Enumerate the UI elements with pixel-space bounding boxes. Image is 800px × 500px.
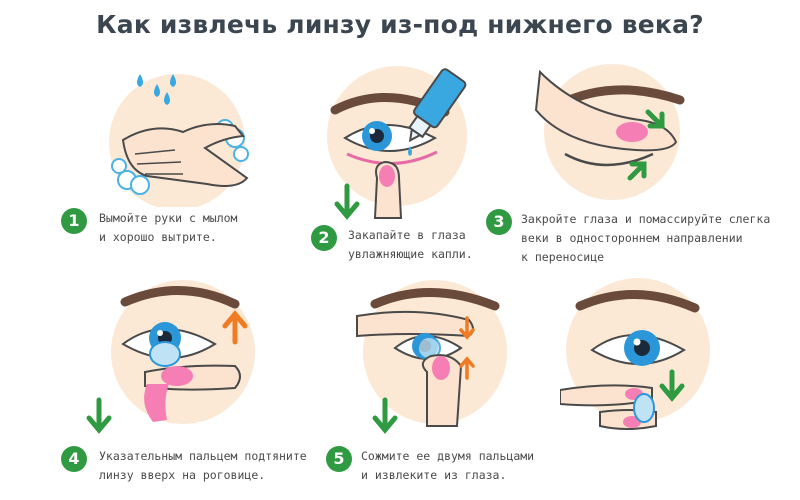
step-number-1: 1 [61,208,87,234]
step-text-2: Закапайте в глаза увлажняющие капли. [348,228,473,261]
pinch-lens-illustration [356,280,507,434]
water-drop-icon [154,84,160,97]
arrow-down-icon [659,369,685,402]
step-text-4: Указательным пальцем подтяните линзу вве… [99,449,307,482]
pull-lens-illustration [86,280,255,434]
step-number-2: 2 [311,225,337,251]
eye-drops-illustration [327,66,467,220]
step-text-1: Вымойте руки с мылом и хорошо вытрите. [99,211,238,244]
page-title: Как извлечь линзу из-под нижнего века? [96,10,704,39]
wash-hands-illustration [109,74,249,207]
water-drop-icon [137,74,143,87]
arrow-diagonal-icon [627,109,665,181]
massage-eyelids-illustration [534,64,685,200]
arrow-down-icon [334,183,360,220]
water-drop-icon [164,92,170,105]
step-text-3: Закройте глаза и помассируйте слегка век… [521,212,771,264]
arrow-up-icon [222,310,248,345]
arrow-down-icon [86,397,112,434]
step-text-5: Сожмите ее двумя пальцами и извлеките из… [361,449,535,482]
arrow-down-icon [372,397,398,434]
step-number-4: 4 [61,446,87,472]
step-number-3: 3 [486,209,512,235]
step-number-5: 5 [326,446,352,472]
water-drop-icon [170,74,176,87]
lens-removed-illustration [560,278,710,430]
